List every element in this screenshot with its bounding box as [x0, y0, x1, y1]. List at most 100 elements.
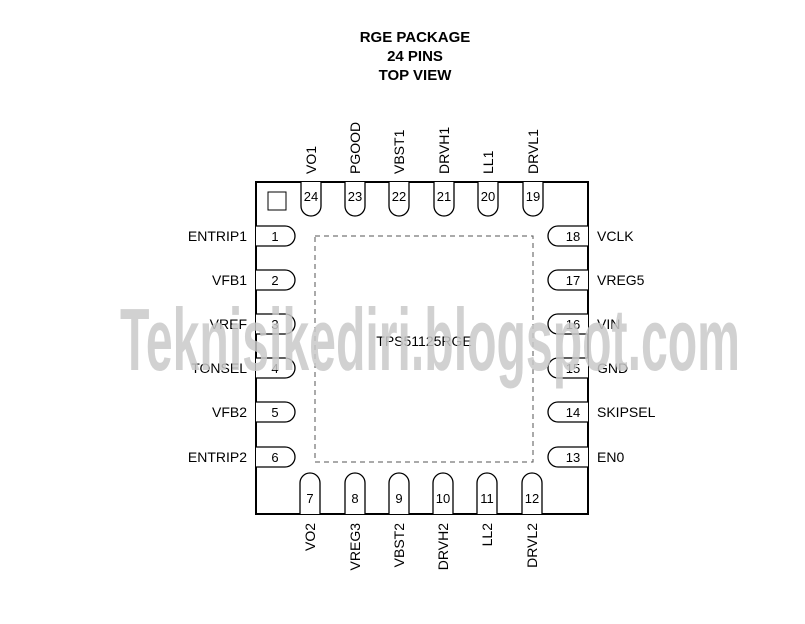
- pin-label: PGOOD: [347, 122, 363, 174]
- pin-pad: [299, 472, 321, 514]
- package-body: [255, 181, 589, 515]
- pin-pad: [547, 313, 588, 335]
- pin-pad: [522, 182, 544, 217]
- pin-label: EN0: [597, 449, 624, 465]
- pin-number: 1: [271, 229, 278, 244]
- pin-pad: [300, 182, 322, 217]
- pin-pad: [547, 401, 588, 423]
- pin-label: VIN: [597, 316, 620, 332]
- pin-label: VFB2: [212, 404, 247, 420]
- watermark: Teknisikediri.blogspot.com: [120, 290, 740, 389]
- pin-4: 4 TONSEL: [191, 357, 296, 379]
- pin1-marker: [267, 191, 287, 211]
- pin-pad: [256, 357, 296, 379]
- pin-23: 23 PGOOD: [344, 122, 366, 217]
- pin-label: VO1: [303, 146, 319, 174]
- pin-label: VREG5: [597, 272, 645, 288]
- pin-number: 12: [525, 491, 539, 506]
- thermal-pad: [314, 235, 534, 463]
- pin-number: 4: [271, 361, 278, 376]
- pin-pad: [547, 357, 588, 379]
- title-line-3: TOP VIEW: [379, 67, 453, 84]
- pin-6: 6 ENTRIP2: [188, 446, 296, 468]
- pin-label: DRVH2: [435, 523, 451, 570]
- pin-pad: [547, 225, 588, 247]
- pin-number: 8: [351, 491, 358, 506]
- pin-number: 9: [395, 491, 402, 506]
- pin-label: VO2: [302, 523, 318, 551]
- pin-number: 3: [271, 317, 278, 332]
- pin-label: LL2: [479, 523, 495, 547]
- pin-3: 3 VREF: [210, 313, 296, 335]
- pin-22: 22 VBST1: [388, 129, 410, 217]
- pin-number: 22: [392, 189, 406, 204]
- pins-left-group: 1 ENTRIP1 2 VFB1 3 VREF 4 TONSEL 5 VFB2 6 ENTRIP2: [188, 225, 296, 468]
- pin-24: 24 VO1: [300, 146, 322, 217]
- pin-pad: [521, 472, 543, 514]
- pin-label: DRVL1: [525, 129, 541, 174]
- pin-label: TONSEL: [191, 360, 247, 376]
- pin-number: 14: [566, 405, 580, 420]
- pin-pad: [344, 472, 366, 514]
- pin-label: VBST2: [391, 523, 407, 568]
- pin-18: 18 VCLK: [547, 225, 634, 247]
- pin-number: 19: [526, 189, 540, 204]
- pin-pad: [344, 182, 366, 217]
- pin-label: LL1: [480, 150, 496, 174]
- pin-label: VFB1: [212, 272, 247, 288]
- pin-number: 23: [348, 189, 362, 204]
- pin-19: 19 DRVL1: [522, 129, 544, 217]
- pin-number: 6: [271, 450, 278, 465]
- pin-pad: [256, 225, 296, 247]
- pin-label: VCLK: [597, 228, 634, 244]
- pin-label: DRVL2: [524, 523, 540, 568]
- pin-1: 1 ENTRIP1: [188, 225, 296, 247]
- pin-label: VREG3: [347, 523, 363, 571]
- pin-label: DRVH1: [436, 127, 452, 174]
- pin-number: 10: [436, 491, 450, 506]
- part-number: TPS51125RGE: [376, 333, 471, 349]
- pin-pad: [476, 472, 498, 514]
- pin-number: 17: [566, 273, 580, 288]
- pin-pad: [547, 446, 588, 468]
- pin-number: 13: [566, 450, 580, 465]
- pin-2: 2 VFB1: [212, 269, 296, 291]
- pin-17: 17 VREG5: [547, 269, 645, 291]
- pin-16: 16 VIN: [547, 313, 620, 335]
- pin-number: 16: [566, 317, 580, 332]
- pin-label: VREF: [210, 316, 247, 332]
- pin-pad: [256, 269, 296, 291]
- pin-number: 11: [480, 491, 494, 506]
- pin-number: 2: [271, 273, 278, 288]
- pin-pad: [388, 182, 410, 217]
- pin-number: 5: [271, 405, 278, 420]
- pin-label: VBST1: [391, 129, 407, 174]
- title-line-2: 24 PINS: [387, 48, 443, 65]
- pin-number: 20: [481, 189, 495, 204]
- pin-label: GND: [597, 360, 628, 376]
- pin-number: 7: [306, 491, 313, 506]
- pin-pad: [432, 472, 454, 514]
- pin-pad: [256, 446, 296, 468]
- pin-label: ENTRIP2: [188, 449, 247, 465]
- pin-pad: [477, 182, 499, 217]
- pin-number: 24: [304, 189, 318, 204]
- pin-label: ENTRIP1: [188, 228, 247, 244]
- pin-13: 13 EN0: [547, 446, 624, 468]
- pin-number: 18: [566, 229, 580, 244]
- pin-pad: [256, 401, 296, 423]
- pin-pad: [433, 182, 455, 217]
- title-line-1: RGE PACKAGE: [360, 29, 471, 46]
